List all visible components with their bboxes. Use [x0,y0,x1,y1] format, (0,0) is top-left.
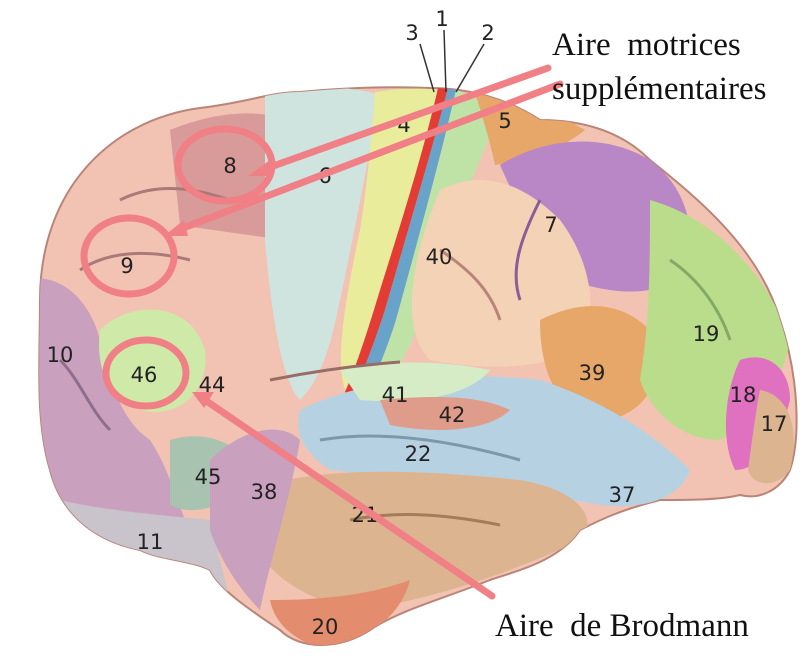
area-label-41: 41 [382,383,409,407]
area-label-7: 7 [544,213,557,237]
area-label-10: 10 [47,343,74,367]
area-label-11: 11 [137,530,164,554]
area-label-18: 18 [730,383,757,407]
area-label-45: 45 [195,465,222,489]
area-label-42: 42 [439,403,466,427]
area-label-22: 22 [405,442,432,466]
area-label-37: 37 [609,483,636,507]
area-label-5: 5 [498,109,511,133]
area-label-19: 19 [693,322,720,346]
motor-area-label-line1: Aire motrices [552,27,741,63]
area-label-9: 9 [120,254,133,278]
area-label-46: 46 [131,363,158,387]
brodmann-area-label: Aire de Brodmann [495,608,749,644]
area-label-40: 40 [426,245,453,269]
region-21 [250,472,588,610]
area-label-3: 3 [405,21,418,45]
area-label-1: 1 [435,7,448,31]
area-label-17: 17 [761,412,788,436]
area-label-38: 38 [251,480,278,504]
area-label-8: 8 [223,154,236,178]
area-label-39: 39 [579,361,606,385]
motor-area-label-line2: supplémentaires [552,71,766,107]
top-leader-lines [420,30,484,92]
area-label-2: 2 [481,21,494,45]
area-label-20: 20 [312,615,339,639]
